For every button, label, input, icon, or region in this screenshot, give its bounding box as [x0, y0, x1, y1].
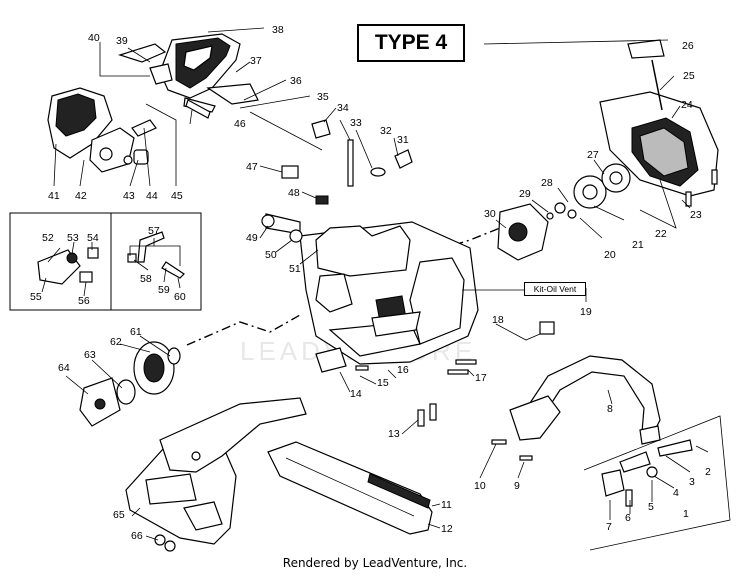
callout-52: 52	[42, 232, 54, 244]
callout-38: 38	[272, 24, 284, 36]
clutch-parts	[79, 341, 181, 427]
callout-31: 31	[397, 134, 409, 146]
callout-24: 24	[681, 99, 693, 111]
callout-26: 26	[682, 40, 694, 52]
callout-4: 4	[673, 487, 679, 499]
callout-37: 37	[250, 55, 262, 67]
callout-10: 10	[474, 480, 486, 492]
callout-56: 56	[78, 295, 90, 307]
callout-40: 40	[88, 32, 100, 44]
callout-20: 20	[604, 249, 616, 261]
callout-12: 12	[441, 523, 453, 535]
callout-33: 33	[350, 117, 362, 129]
callout-58: 58	[140, 273, 152, 285]
callout-15: 15	[377, 377, 389, 389]
callout-23: 23	[690, 209, 702, 221]
callout-64: 64	[58, 362, 70, 374]
callout-54: 54	[87, 232, 99, 244]
callout-60: 60	[174, 291, 186, 303]
callout-14: 14	[350, 388, 362, 400]
callout-41: 41	[48, 190, 60, 202]
callout-3: 3	[689, 476, 695, 488]
callout-35: 35	[317, 91, 329, 103]
top-handle	[118, 33, 259, 113]
callout-45: 45	[171, 190, 183, 202]
callout-42: 42	[75, 190, 87, 202]
callout-50: 50	[265, 249, 277, 261]
kit-oil-vent-label: Kit-Oil Vent	[524, 282, 586, 296]
callout-16: 16	[397, 364, 409, 376]
callout-labels: 1 2 3 4 5 6 7 8 9 10 11 12 13 14 15 16 1…	[30, 24, 711, 542]
chain-plate	[159, 347, 347, 473]
callout-13: 13	[388, 428, 400, 440]
callout-29: 29	[519, 188, 531, 200]
small-parts	[185, 99, 413, 243]
guide-bar	[267, 441, 433, 535]
callout-47: 47	[246, 161, 258, 173]
callout-55: 55	[30, 291, 42, 303]
callout-5: 5	[648, 501, 654, 513]
callout-46: 46	[234, 118, 246, 130]
callout-63: 63	[84, 349, 96, 361]
leader-lines	[41, 27, 709, 541]
callout-9: 9	[514, 480, 520, 492]
engine-housing	[299, 221, 479, 365]
flywheel-parts	[497, 163, 631, 261]
callout-27: 27	[587, 149, 599, 161]
callout-19: 19	[580, 306, 592, 318]
callout-32: 32	[380, 125, 392, 137]
clutch-cover	[125, 443, 237, 552]
callout-2: 2	[705, 466, 711, 478]
callout-53: 53	[67, 232, 79, 244]
callout-57: 57	[148, 225, 160, 237]
callout-61: 61	[130, 326, 142, 338]
inset-box	[9, 212, 202, 311]
callout-34: 34	[337, 102, 349, 114]
callout-44: 44	[146, 190, 158, 202]
callout-1: 1	[683, 508, 689, 520]
callout-22: 22	[655, 228, 667, 240]
callout-6: 6	[625, 512, 631, 524]
rear-handle	[47, 87, 157, 173]
screws	[355, 169, 718, 461]
callout-28: 28	[541, 177, 553, 189]
front-handle	[509, 355, 661, 441]
callout-39: 39	[116, 35, 128, 47]
callout-11: 11	[441, 499, 452, 511]
callout-7: 7	[606, 521, 612, 533]
callout-59: 59	[158, 284, 170, 296]
callout-49: 49	[246, 232, 258, 244]
callout-21: 21	[632, 239, 644, 251]
callout-43: 43	[123, 190, 135, 202]
callout-36: 36	[290, 75, 302, 87]
footer-credit: Rendered by LeadVenture, Inc.	[282, 556, 468, 570]
callout-30: 30	[484, 208, 496, 220]
type-title: TYPE 4	[357, 24, 465, 62]
callout-17: 17	[475, 372, 487, 384]
starter-cover	[599, 39, 719, 197]
callout-48: 48	[288, 187, 300, 199]
callout-66: 66	[131, 530, 143, 542]
callout-25: 25	[683, 70, 695, 82]
callout-18: 18	[492, 314, 504, 326]
small-inset-parts	[583, 415, 731, 551]
callout-62: 62	[110, 336, 122, 348]
callout-51: 51	[289, 263, 301, 275]
callout-65: 65	[113, 509, 125, 521]
callout-8: 8	[607, 403, 613, 415]
